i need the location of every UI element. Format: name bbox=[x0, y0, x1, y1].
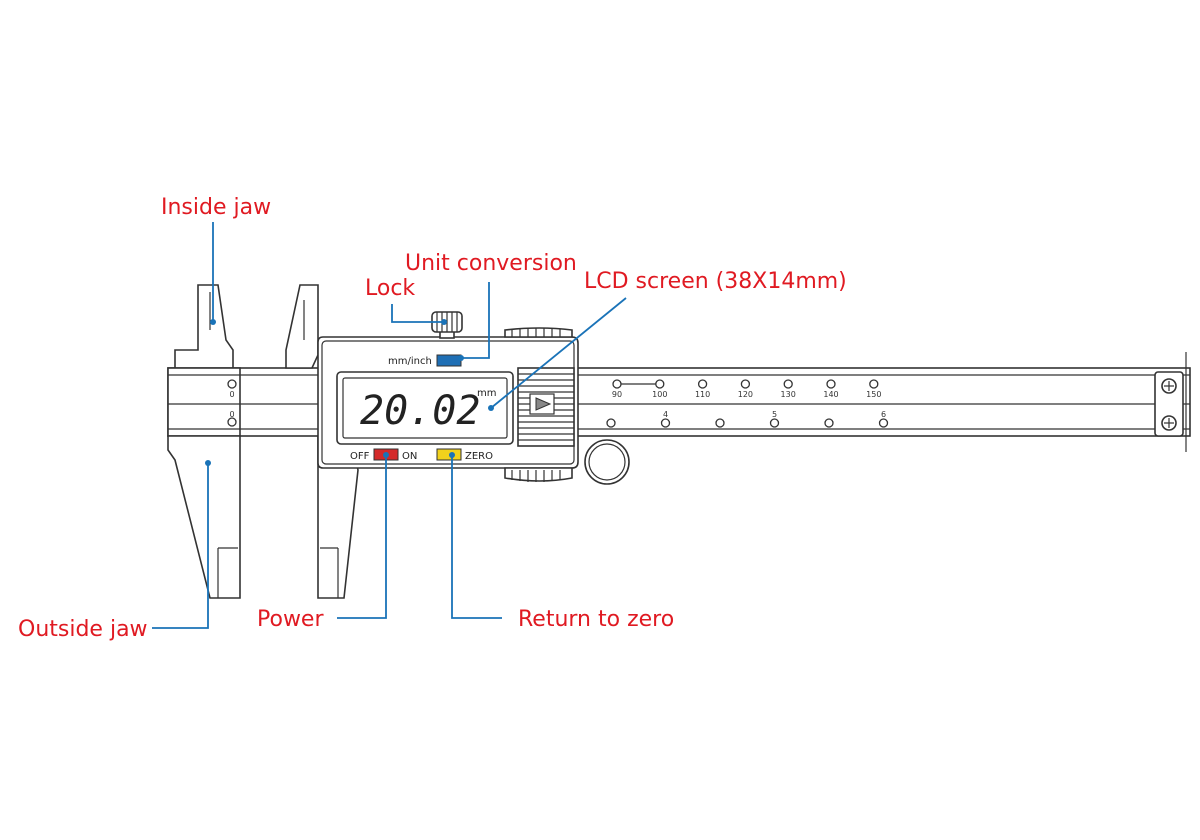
lcd-screen-callout: LCD screen (38X14mm) bbox=[584, 269, 847, 294]
fine-adjust-wheel[interactable] bbox=[584, 439, 630, 485]
mm-scale-hole bbox=[612, 379, 622, 389]
mm-tick-label: 120 bbox=[738, 390, 753, 399]
inch-tick-label: 4 bbox=[663, 410, 668, 419]
zero-label: ZERO bbox=[465, 451, 493, 462]
fixed-jaw bbox=[167, 284, 241, 599]
on-label: ON bbox=[402, 451, 417, 462]
inch-scale-hole bbox=[824, 418, 834, 428]
lock-leader bbox=[391, 304, 444, 323]
lcd-value: 20.02 bbox=[360, 388, 480, 434]
lcd-frame bbox=[336, 371, 514, 445]
inch-tick-label: 5 bbox=[772, 410, 777, 419]
screw-icon bbox=[1161, 378, 1177, 394]
mm-tick-label: 140 bbox=[823, 390, 838, 399]
mm-tick-label: 100 bbox=[652, 390, 667, 399]
lock-screw[interactable] bbox=[431, 311, 463, 339]
inch-scale-hole bbox=[715, 418, 725, 428]
unit-button-label: mm/inch bbox=[388, 356, 432, 367]
inch-scale-hole bbox=[660, 418, 671, 428]
mm-scale-hole bbox=[826, 379, 836, 389]
inch-scale-hole bbox=[878, 418, 889, 428]
mm-scale-hole bbox=[783, 379, 793, 389]
outside-jaw-leader bbox=[152, 463, 209, 629]
mm-tick-label: 110 bbox=[695, 390, 710, 399]
unit-conversion-leader bbox=[461, 282, 490, 359]
inch-scale-hole bbox=[769, 418, 780, 428]
arrow-icon bbox=[535, 397, 552, 411]
inch-scale-hole bbox=[606, 418, 616, 428]
mm-scale-hole bbox=[655, 379, 665, 389]
digital-head: 20.02 mm mm/inch OFF ON ZERO bbox=[317, 327, 579, 482]
return-to-zero-callout: Return to zero bbox=[518, 607, 675, 632]
power-callout: Power bbox=[257, 607, 324, 632]
mm-scale-hole bbox=[697, 379, 708, 389]
power-leader bbox=[337, 455, 387, 619]
scale: 0 0 90 100 110 120 130 140 150 4 5 6 bbox=[227, 379, 889, 428]
unit-conversion-callout: Unit conversion bbox=[405, 251, 577, 276]
inch-tick-label: 6 bbox=[881, 410, 886, 419]
lock-callout: Lock bbox=[365, 276, 416, 301]
mm-tick-label: 150 bbox=[866, 390, 881, 399]
mm-scale-hole bbox=[740, 379, 751, 389]
mm-scale-hole bbox=[869, 379, 879, 389]
vernier-zero-tick: 0 bbox=[229, 410, 234, 419]
off-label: OFF bbox=[350, 451, 370, 462]
mm-tick-label: 130 bbox=[781, 390, 796, 399]
lcd-screen-leader bbox=[490, 297, 627, 409]
mm-tick-label: 90 bbox=[612, 390, 622, 399]
zero-button[interactable] bbox=[436, 448, 462, 461]
return-to-zero-leader bbox=[451, 455, 502, 619]
inside-jaw-callout: Inside jaw bbox=[161, 195, 272, 220]
grip-panel bbox=[517, 367, 575, 447]
screw-icon bbox=[1161, 415, 1177, 431]
outside-jaw-callout: Outside jaw bbox=[18, 617, 148, 642]
unit-conversion-button[interactable] bbox=[436, 354, 462, 367]
main-zero-tick: 0 bbox=[229, 390, 234, 399]
lcd-unit: mm bbox=[477, 388, 496, 399]
